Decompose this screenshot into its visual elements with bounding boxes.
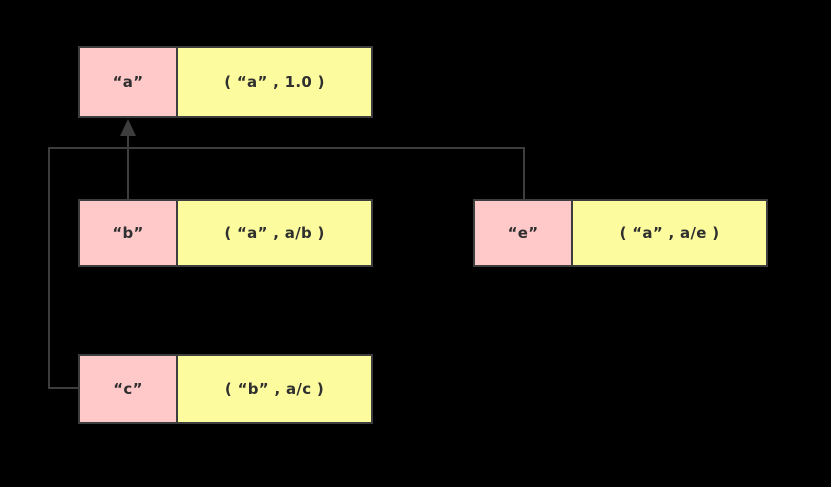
node-c: “c” ( “b” , a/c )	[78, 354, 373, 424]
node-a: “a” ( “a” , 1.0 )	[78, 46, 373, 118]
node-a-value-cell: ( “a” , 1.0 )	[178, 48, 371, 116]
arrowhead-into-a-icon	[120, 119, 136, 136]
node-c-name-cell: “c”	[80, 356, 178, 422]
edge-e-to-a-vertical	[523, 147, 525, 199]
node-e-value-cell: ( “a” , a/e )	[573, 201, 766, 265]
node-b-name-cell: “b”	[80, 201, 178, 265]
edge-b-to-a-vertical	[127, 133, 129, 199]
node-a-name-cell: “a”	[80, 48, 178, 116]
node-b: “b” ( “a” , a/b )	[78, 199, 373, 267]
node-e: “e” ( “a” , a/e )	[473, 199, 768, 267]
edge-c-to-a-horizontal	[48, 387, 78, 389]
edge-c-to-a-vertical	[48, 147, 50, 389]
node-b-value-cell: ( “a” , a/b )	[178, 201, 371, 265]
edge-merge-bus-line	[48, 147, 525, 149]
node-e-name-cell: “e”	[475, 201, 573, 265]
node-c-value-cell: ( “b” , a/c )	[178, 356, 371, 422]
